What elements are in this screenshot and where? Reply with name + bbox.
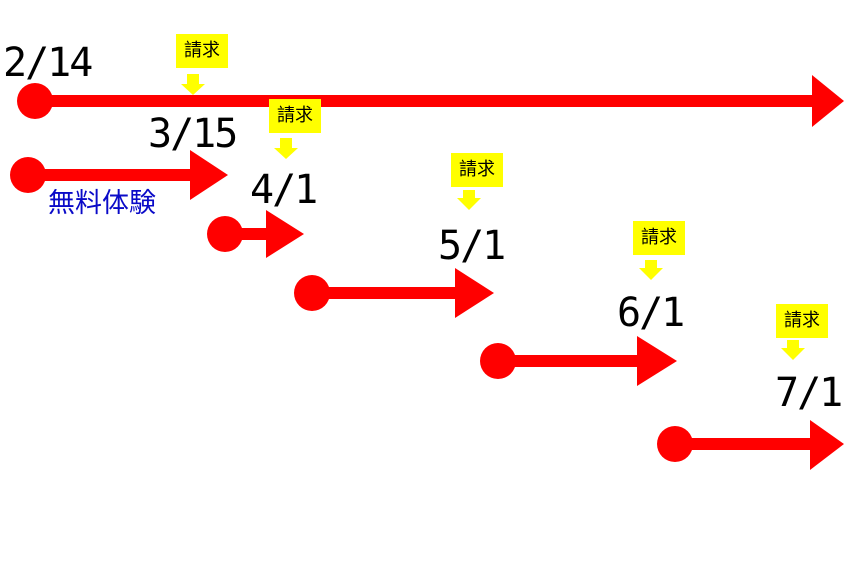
billing-pointers [181, 74, 805, 360]
billing-callout-5: 請求 [776, 304, 828, 338]
arrow-trial [10, 150, 228, 200]
arrow-period-4-1 [207, 210, 304, 258]
date-label-3-15: 3/15 [148, 111, 238, 157]
arrow-period-7-1 [657, 420, 844, 470]
billing-callout-3: 請求 [451, 153, 503, 187]
billing-callout-4: 請求 [633, 221, 685, 255]
arrow-period-6-1 [480, 336, 677, 386]
free-trial-label: 無料体験 [48, 188, 156, 219]
arrow-period-5-1 [294, 268, 494, 318]
date-label-5-1: 5/1 [438, 223, 506, 269]
billing-callout-2: 請求 [269, 99, 321, 133]
billing-callout-1: 請求 [176, 34, 228, 68]
arrow-period-1 [17, 75, 844, 127]
date-label-7-1: 7/1 [775, 370, 843, 416]
date-label-4-1: 4/1 [250, 167, 318, 213]
date-label-6-1: 6/1 [617, 290, 685, 336]
date-label-2-14: 2/14 [3, 40, 93, 86]
